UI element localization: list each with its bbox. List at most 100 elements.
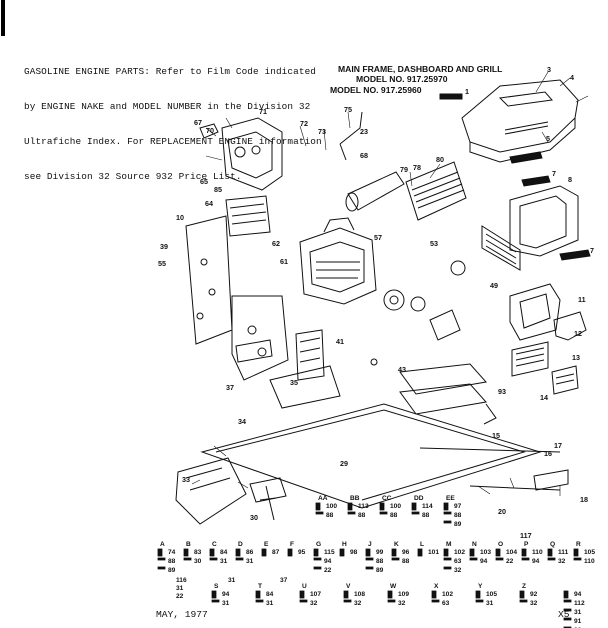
callout-label: 67 [194, 118, 202, 127]
fastener-icon [431, 590, 437, 599]
binder-edge-mark [1, 0, 5, 36]
part-number-label: 114 [422, 503, 433, 510]
part-number-label: 89 [168, 567, 176, 574]
part-number-label: 100 [390, 503, 401, 510]
callout-label: 49 [490, 281, 498, 290]
hardware-key-letter: U [302, 583, 307, 590]
callout-label: 73 [318, 127, 326, 136]
fastener-icon [443, 502, 449, 511]
hardware-key-letter: CC [382, 495, 392, 502]
part-number-label: 88 [326, 512, 334, 519]
part-number-label: 97 [454, 503, 462, 510]
fastener-icon [443, 520, 452, 524]
fastener-icon [387, 590, 393, 599]
note-line: Ultrafiche Index. For REPLACEMENT ENGINE… [24, 135, 322, 147]
hardware-key-letter: H [342, 541, 347, 548]
part-number-label: 31 [220, 558, 228, 565]
part-number-label: 89 [454, 521, 462, 528]
muffler-drawing [345, 161, 467, 221]
callout-label: 57 [374, 233, 382, 242]
fastener-icon [573, 557, 582, 561]
callout-label: 17 [554, 441, 562, 450]
hardware-key-entry: E87 [261, 541, 280, 557]
part-number-label: 84 [266, 591, 274, 598]
part-number-label: 94 [532, 558, 540, 565]
fastener-icon [519, 590, 525, 599]
callout-label: 30 [250, 513, 258, 522]
leader-lines [191, 71, 589, 496]
hardware-key-letter: AA [318, 495, 328, 502]
fastener-icon [365, 548, 371, 557]
part-number-label: 105 [584, 549, 595, 556]
part-number-label: 94 [480, 558, 488, 565]
fastener-icon [431, 599, 440, 603]
engine-drawing [299, 111, 377, 305]
hardware-key-letter: O [498, 541, 503, 548]
callout-label: 33 [182, 475, 190, 484]
part-number-label: 31 [176, 585, 184, 592]
part-number-label: 108 [354, 591, 365, 598]
page-number: X5 [558, 609, 570, 620]
fastener-icon [313, 548, 319, 557]
hardware-key-letter: EE [446, 495, 455, 502]
callout-label: 10 [176, 213, 184, 222]
part-number-label: 110 [584, 558, 595, 565]
callout-label: 7 [552, 169, 556, 178]
grill-housing-drawing [481, 185, 587, 395]
hardware-key-letter: G [316, 541, 321, 548]
part-number-label: 22 [324, 567, 332, 574]
callout-label: 4 [570, 73, 574, 82]
part-number-label: 102 [442, 591, 453, 598]
callout-label: 79 [400, 165, 408, 174]
fastener-icon [287, 548, 293, 557]
fastener-icon [379, 502, 385, 511]
part-number-label: 31 [486, 600, 494, 607]
part-number-label: 31 [574, 609, 582, 616]
part-number-label: 98 [350, 549, 358, 556]
fastener-icon [411, 511, 420, 515]
fastener-icon [563, 608, 572, 612]
fastener-icon [469, 548, 475, 557]
callout-label: 14 [540, 393, 548, 402]
hardware-key-letter: P [524, 541, 529, 548]
fastener-icon [563, 590, 569, 599]
fastener-icon [211, 590, 217, 599]
fastener-icon [547, 557, 556, 561]
fastener-icon [343, 590, 349, 599]
part-number-label: 88 [358, 512, 366, 519]
hardware-key-row2: A748889B8330C8431D8631E87F95G1159422H98J… [157, 541, 595, 600]
small-parts-drawing [235, 329, 497, 521]
hardware-key-letter: F [290, 541, 294, 548]
fastener-icon [495, 548, 501, 557]
callout-label: 62 [272, 239, 280, 248]
part-number-label: 32 [454, 567, 462, 574]
callout-label: 29 [340, 459, 348, 468]
hardware-key-letter: D [238, 541, 243, 548]
part-number-label: 96 [402, 549, 410, 556]
fastener-icon [255, 590, 261, 599]
hardware-key-letter: K [394, 541, 399, 548]
part-number-label: 103 [480, 549, 491, 556]
revision-date: MAY, 1977 [156, 609, 208, 620]
fastener-icon [315, 502, 321, 511]
callout-label: 12 [574, 329, 582, 338]
fastener-icon [469, 557, 478, 561]
fastener-icon [417, 548, 423, 557]
part-number-label: 32 [398, 600, 406, 607]
fastener-icon [391, 548, 397, 557]
callout-label: 3 [547, 65, 551, 74]
fastener-icon [157, 557, 166, 561]
hardware-key-entry: H98 [339, 541, 358, 557]
part-number-label: 31 [266, 600, 274, 607]
fastener-icon [209, 548, 215, 557]
callout-label: 43 [398, 365, 406, 374]
